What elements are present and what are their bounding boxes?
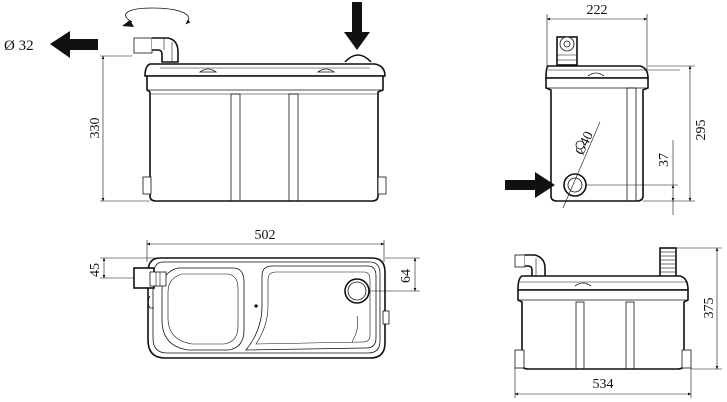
outlet-elbow	[133, 37, 179, 63]
inlet-offset-label: 64	[399, 269, 414, 283]
inlet-height-label: 37	[657, 153, 672, 167]
side-tank-body	[545, 77, 649, 202]
top-inlet-dome	[344, 54, 372, 63]
back-outlet-elbow	[514, 254, 546, 279]
side-inlet	[563, 173, 587, 197]
rotation-arrow-icon	[122, 7, 191, 27]
side-width-label: 222	[587, 3, 608, 18]
side-height-label: 295	[694, 120, 709, 141]
back-vent-pipe	[659, 247, 677, 279]
side-outlet-pipe	[556, 36, 578, 66]
side-view: 222 Ø40 295	[505, 3, 709, 215]
lid	[144, 63, 386, 77]
arrow-right-icon	[505, 172, 555, 198]
back-tank-body	[517, 289, 689, 370]
outlet-diameter-label: Ø 32	[4, 38, 34, 54]
back-length-label: 534	[593, 377, 614, 392]
top-length-label: 502	[255, 228, 276, 243]
front-height-label: 330	[88, 118, 103, 139]
top-outlet	[133, 267, 167, 309]
top-inlet	[344, 278, 370, 304]
back-height-label: 375	[702, 298, 717, 319]
outlet-offset-label: 45	[88, 263, 103, 277]
top-view: 502 45 64	[88, 228, 420, 359]
arrow-left-icon	[50, 31, 98, 58]
arrow-down-icon	[344, 2, 370, 50]
tank-body	[146, 75, 384, 202]
front-view: Ø 32	[4, 2, 387, 202]
back-view: 534 375	[514, 247, 722, 398]
